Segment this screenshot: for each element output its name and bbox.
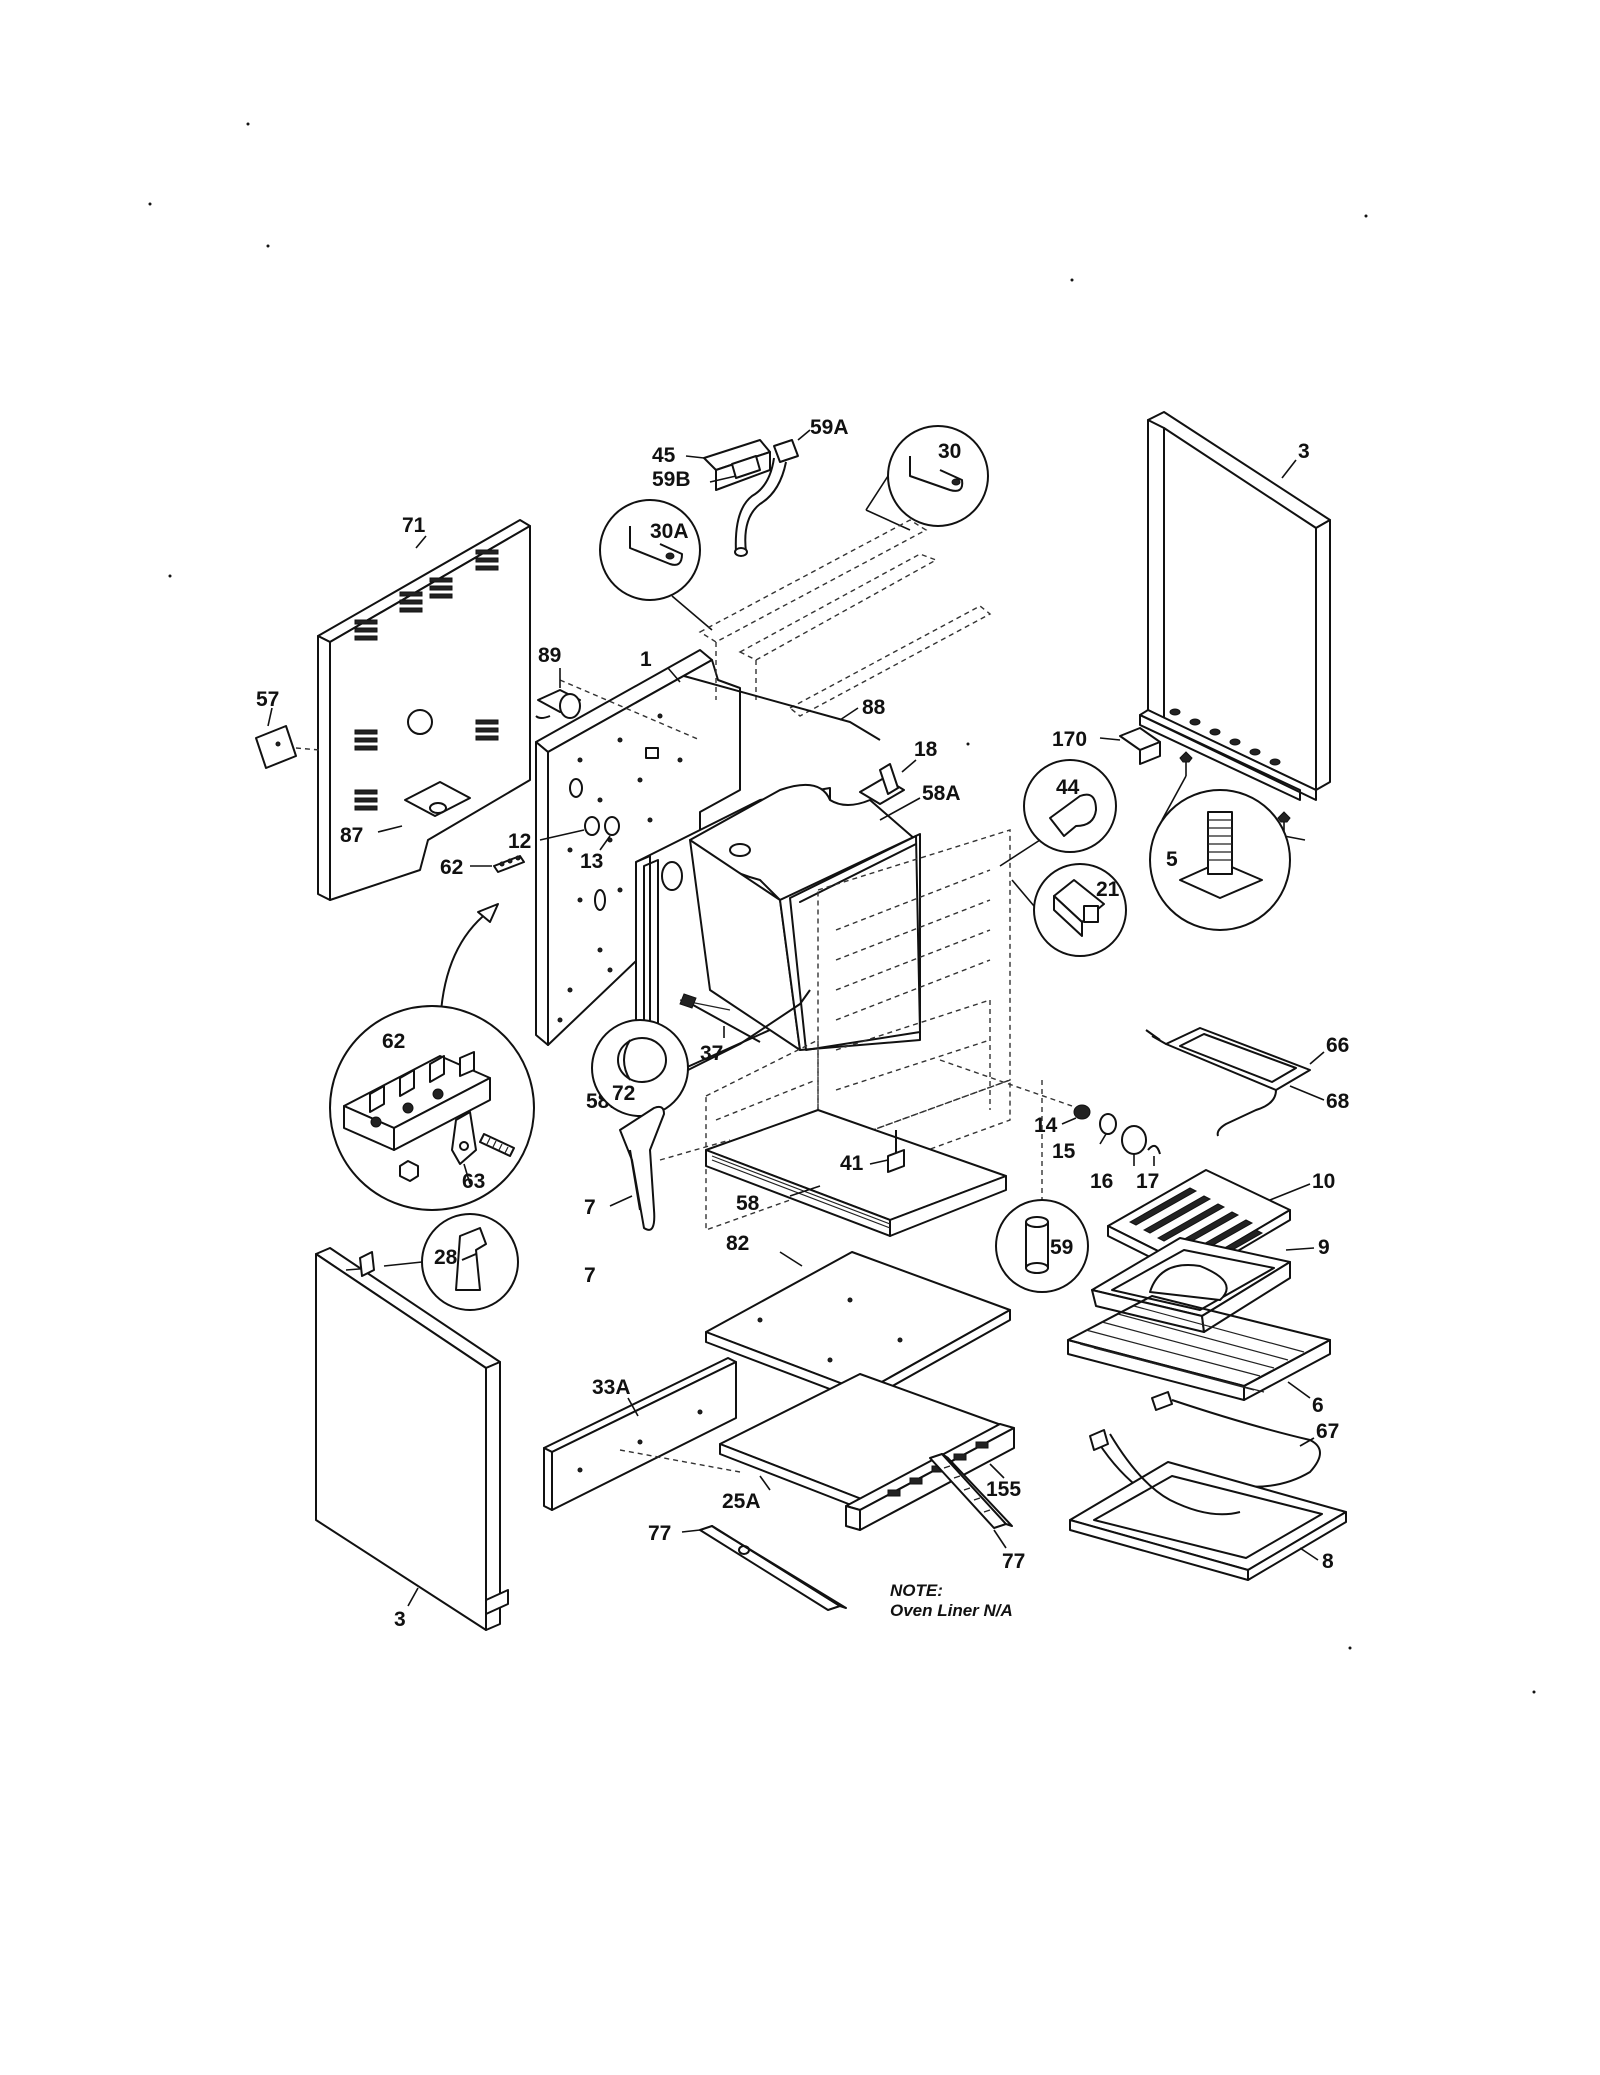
part-12-13 [539, 816, 620, 851]
label-62-circle: 62 [382, 1030, 405, 1053]
part-back-panel-71 [317, 519, 531, 901]
label-59: 59 [1050, 1236, 1073, 1259]
label-1: 1 [640, 648, 652, 671]
callout-circle-44 [999, 759, 1117, 867]
label-66: 66 [1326, 1034, 1349, 1057]
label-87: 87 [340, 824, 363, 847]
label-16: 16 [1090, 1170, 1113, 1193]
label-88: 88 [862, 696, 886, 719]
part-vent-155 [845, 1423, 1015, 1531]
part-probe-37 [679, 993, 761, 1043]
label-3-bottom: 3 [394, 1608, 406, 1631]
label-7-upper: 7 [584, 1196, 596, 1219]
label-67: 67 [1316, 1420, 1339, 1443]
callout-circle-30A [599, 499, 713, 631]
label-63: 63 [462, 1170, 485, 1193]
part-wire-88 [683, 675, 881, 741]
part-side-panel-1 [535, 649, 741, 1046]
label-15: 15 [1052, 1140, 1076, 1163]
label-44: 44 [1056, 776, 1080, 799]
part-top-bracket-45 [685, 439, 771, 491]
part-panel-82 [705, 1251, 1011, 1403]
part-bottom-tray-8 [1069, 1433, 1347, 1581]
label-9: 9 [1318, 1236, 1330, 1259]
label-30: 30 [938, 440, 961, 463]
callout-circle-5 [1149, 789, 1291, 931]
label-7-lower: 7 [584, 1264, 596, 1287]
callout-circle-72 [591, 989, 811, 1117]
part-bracket-77-right [929, 1453, 1013, 1549]
callout-circle-28 [383, 1213, 519, 1311]
part-oven-cavity [635, 783, 921, 1091]
label-12: 12 [508, 830, 531, 853]
part-door-hinge-7 [609, 1105, 731, 1231]
label-68: 68 [1326, 1090, 1350, 1113]
label-33A: 33A [592, 1376, 631, 1399]
part-range-frame [705, 829, 1011, 1231]
label-8: 8 [1322, 1550, 1334, 1573]
label-45: 45 [652, 444, 676, 467]
part-oven-rack-6 [1067, 1295, 1331, 1401]
part-bracket-170 [1099, 727, 1161, 765]
label-41: 41 [840, 1152, 864, 1175]
label-170: 170 [1052, 728, 1087, 751]
label-82: 82 [726, 1232, 749, 1255]
note-text: Oven Liner N/A [890, 1601, 1013, 1620]
label-18: 18 [914, 738, 938, 761]
part-stud-41 [869, 1130, 905, 1173]
scan-specks [148, 122, 1536, 1694]
part-side-panel-left [315, 1247, 509, 1631]
label-28: 28 [434, 1246, 458, 1269]
label-62-top: 62 [440, 856, 463, 879]
label-3-top: 3 [1298, 440, 1310, 463]
callout-circle-30 [865, 425, 989, 531]
label-89: 89 [538, 644, 561, 667]
part-bracket-77-left [681, 1525, 847, 1611]
part-valve-89 [535, 668, 581, 719]
part-light-assembly [939, 1059, 1161, 1166]
callout-circle-62 [329, 1005, 535, 1211]
label-21: 21 [1096, 878, 1120, 901]
label-17: 17 [1136, 1170, 1159, 1193]
label-5: 5 [1166, 848, 1178, 871]
label-30A: 30A [650, 520, 689, 543]
label-58: 58 [736, 1192, 760, 1215]
label-6: 6 [1312, 1394, 1324, 1417]
label-77-right: 77 [1002, 1550, 1025, 1573]
part-top-rails [698, 519, 992, 717]
part-side-panel-right [1139, 411, 1331, 801]
part-rail-33A [543, 1357, 741, 1511]
note-title: NOTE: [890, 1581, 943, 1600]
part-broil-pan-9 [1091, 1237, 1315, 1333]
label-59A: 59A [810, 416, 849, 439]
label-77-left: 77 [648, 1522, 671, 1545]
part-tube-59A [734, 429, 811, 557]
part-insulation-58 [705, 1109, 1007, 1237]
part-broil-element-66 [1145, 1027, 1325, 1091]
label-59B: 59B [652, 468, 691, 491]
part-wire-68 [1216, 1085, 1325, 1137]
part-terminal-block-62-small [470, 855, 525, 873]
label-71: 71 [402, 514, 426, 537]
label-72: 72 [612, 1082, 635, 1105]
label-57: 57 [256, 688, 279, 711]
callout-circle-21 [1011, 863, 1127, 957]
callout-circle-59 [995, 1080, 1089, 1293]
part-plate-57 [255, 707, 321, 769]
label-37: 37 [700, 1042, 723, 1065]
label-25A: 25A [722, 1490, 761, 1513]
label-155: 155 [986, 1478, 1021, 1501]
label-14: 14 [1034, 1114, 1058, 1137]
label-13: 13 [580, 850, 603, 873]
label-10: 10 [1312, 1170, 1335, 1193]
part-switch-18 [859, 759, 917, 805]
label-58A: 58A [922, 782, 961, 805]
